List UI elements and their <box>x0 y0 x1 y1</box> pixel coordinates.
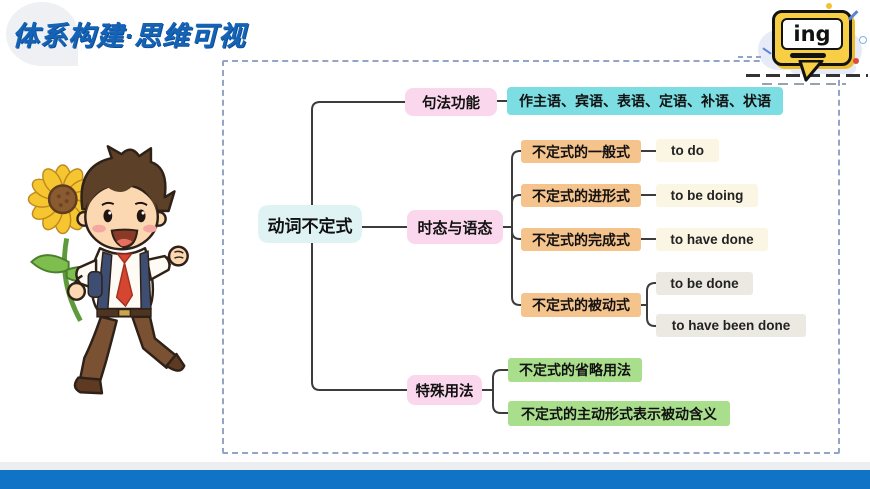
decor-tick-blue <box>847 10 859 21</box>
node-progressive-form: 不定式的进形式 <box>521 184 641 207</box>
node-active-for-passive: 不定式的主动形式表示被动含义 <box>508 401 730 426</box>
branch-syntax-function: 句法功能 <box>405 88 497 116</box>
bottom-accent-bar <box>0 470 870 489</box>
node-ellipsis-usage: 不定式的省略用法 <box>508 358 642 382</box>
form-to-have-been-done: to have been done <box>656 314 806 337</box>
node-simple-form: 不定式的一般式 <box>521 140 641 163</box>
bubble-underline-bar <box>790 53 826 58</box>
ing-label: ing <box>781 18 843 50</box>
branch-special-usage: 特殊用法 <box>407 375 482 405</box>
student-with-sunflower-illustration <box>27 145 189 395</box>
form-to-do: to do <box>656 139 719 162</box>
decor-ring-blue <box>859 36 867 44</box>
root-node: 动词不定式 <box>258 205 362 243</box>
node-passive-form: 不定式的被动式 <box>521 293 641 317</box>
branch-tense-voice: 时态与语态 <box>407 210 503 244</box>
decor-dot-red <box>853 58 859 64</box>
dashed-line-gray <box>762 83 846 85</box>
dashed-line-blue <box>738 56 764 58</box>
bubble-tail-icon <box>798 60 824 82</box>
decor-dot-yellow <box>826 3 832 9</box>
form-to-be-done: to be done <box>656 272 753 295</box>
node-perfect-form: 不定式的完成式 <box>521 228 641 251</box>
ing-speech-bubble-icon: ing <box>772 10 852 66</box>
form-to-have-done: to have done <box>656 228 768 251</box>
mindmap-frame <box>222 60 840 454</box>
page-title: 体系构建·思维可视 <box>12 21 246 51</box>
form-to-be-doing: to be doing <box>656 184 758 207</box>
title-background-blob <box>6 2 78 66</box>
bottom-light-strip <box>0 462 870 470</box>
syntax-function-roles: 作主语、宾语、表语、定语、补语、状语 <box>507 87 783 115</box>
